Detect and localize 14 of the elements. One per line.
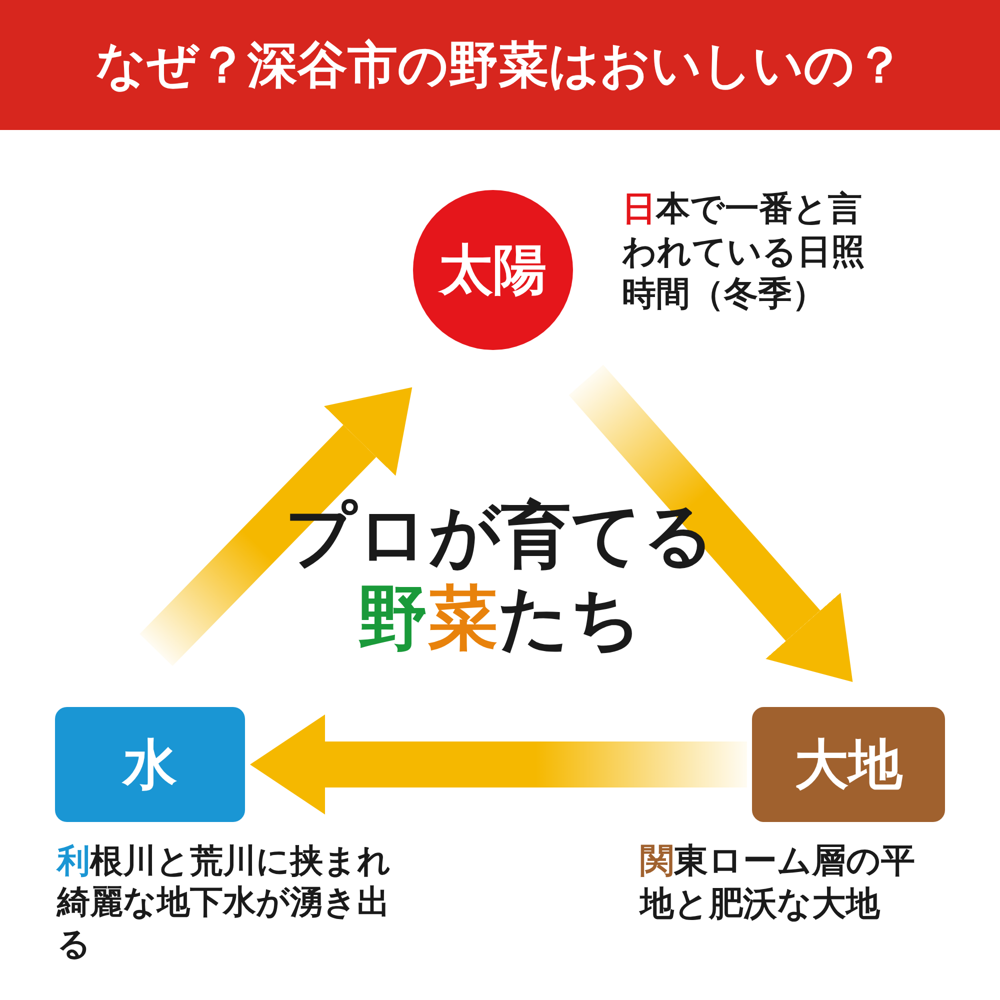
center-heading: 野菜たち (358, 578, 642, 658)
node-label: 大地 (794, 738, 902, 792)
arrow (140, 387, 412, 666)
earth-box (752, 707, 945, 822)
node-label: 水 (123, 738, 177, 792)
arrow (568, 364, 853, 682)
arrow (250, 714, 747, 814)
title: なぜ？深谷市の野菜はおいしいの？ (96, 40, 904, 90)
earth-note: 関東ローム層の平地と肥沃な大地 (640, 840, 916, 925)
sun-note: 日本で一番と言われている日照時間（冬季） (622, 188, 866, 316)
water-box (55, 707, 245, 822)
water-note: 利根川と荒川に挟まれ綺麗な地下水が湧き出る (57, 840, 392, 964)
center-heading: プロが育てる (285, 495, 715, 576)
node-label: 太陽 (439, 243, 547, 297)
